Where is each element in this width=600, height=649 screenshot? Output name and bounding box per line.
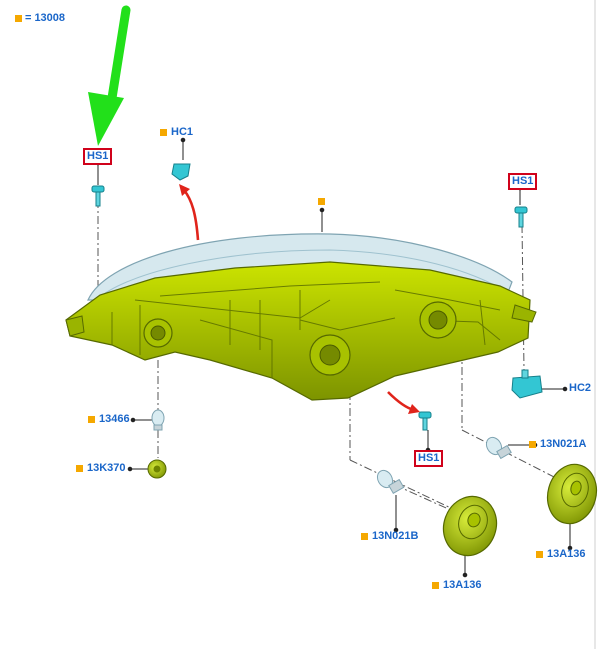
callout-13a136-right[interactable]: 13A136 [536,549,586,560]
marker-hc1 [160,129,167,136]
marker-13a136-left [432,582,439,589]
callout-13466[interactable]: 13466 [88,414,130,425]
callout-13n021a[interactable]: 13N021A [529,439,586,450]
screw-hs1-left-icon [91,185,105,207]
legend-part-number: 13008 [34,12,66,24]
callout-13466-text: 13466 [99,413,130,425]
callout-hc2[interactable]: HC2 [569,383,591,394]
headlamp-assembly [65,233,537,401]
callout-hc1[interactable]: HC1 [160,127,193,138]
housing-marker[interactable] [318,198,325,205]
dust-cap-13a136-right-icon [546,463,598,525]
screw-hs1-mid-icon [418,411,432,431]
callout-13n021b[interactable]: 13N021B [361,531,418,542]
clip-hc2-icon [511,369,543,399]
socket-13k370-icon [147,459,167,479]
green-arrow-icon [88,5,131,146]
legend-marker [15,14,22,22]
hs1-mid-label[interactable]: HS1 [414,450,444,467]
bulb-13n021a-icon [485,436,512,460]
bulb-13466-icon [151,409,165,431]
hs1-right-label[interactable]: HS1 [508,173,538,190]
bulb-socket-right [419,301,457,339]
marker-13k370 [76,465,83,472]
callout-13a136-left[interactable]: 13A136 [432,580,482,591]
callout-13n021b-text: 13N021B [372,530,419,542]
hs1-left-label[interactable]: HS1 [83,148,113,165]
bulb-socket-center [309,334,351,376]
marker-13n021b [361,533,368,540]
marker-13466 [88,416,95,423]
callout-13a136-left-text: 13A136 [443,579,482,591]
screw-hs1-right-icon [514,206,528,228]
callout-hc1-text: HC1 [171,126,194,138]
callout-13a136-right-text: 13A136 [547,548,586,560]
callout-13k370-text: 13K370 [87,462,126,474]
legend-equals: = [25,12,32,24]
bulb-socket-left [143,318,173,348]
marker-13n021a [529,441,536,448]
callout-hc2-text: HC2 [569,382,592,394]
legend: = 13008 [15,12,65,24]
callout-13k370[interactable]: 13K370 [76,463,126,474]
marker-13a136-right [536,551,543,558]
bulb-13n021b-icon [376,469,405,495]
clip-hc1-icon [171,163,191,181]
callout-13n021a-text: 13N021A [540,438,587,450]
dust-cap-13a136-left-icon [442,495,498,557]
